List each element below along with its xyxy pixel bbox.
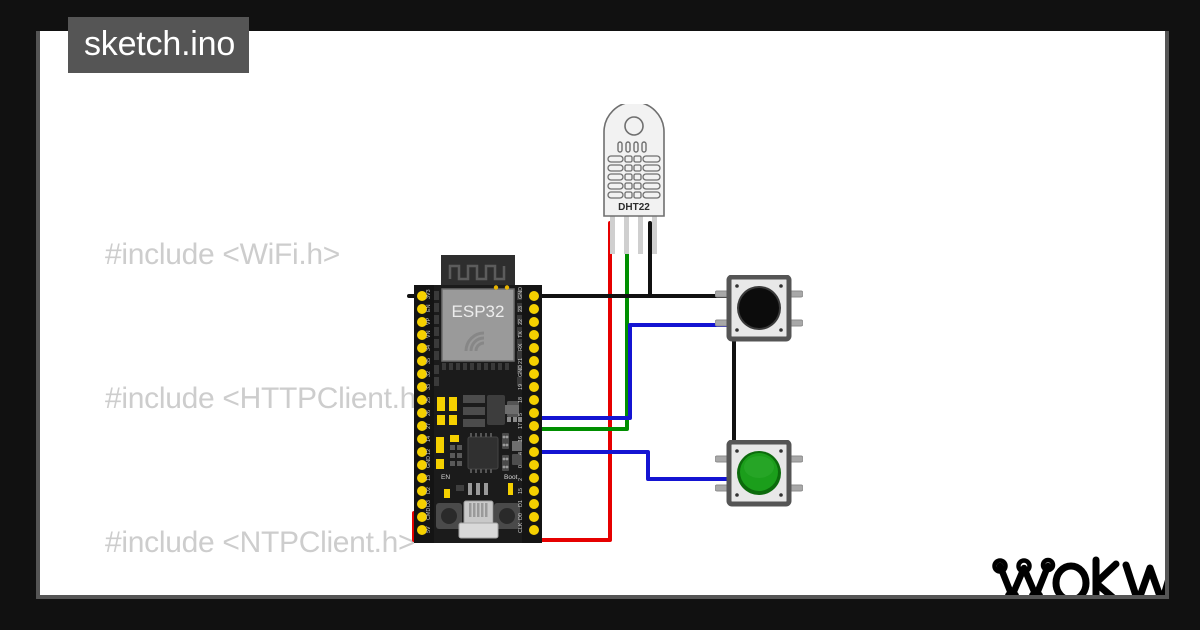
esp32-components <box>436 395 528 498</box>
dht22-grille <box>607 155 661 199</box>
part-pushbutton-black[interactable] <box>714 274 804 345</box>
file-tab[interactable]: sketch.ino <box>68 17 250 73</box>
svg-text:D3: D3 <box>426 500 432 507</box>
svg-text:VN: VN <box>426 330 432 338</box>
svg-text:4: 4 <box>518 452 524 455</box>
code-overlay: #include <WiFi.h> #include <HTTPClient.h… <box>105 135 694 595</box>
svg-text:21: 21 <box>518 358 524 364</box>
svg-text:14: 14 <box>426 436 432 442</box>
svg-text:CMD: CMD <box>426 508 432 520</box>
dht22-label: DHT22 <box>618 202 650 213</box>
code-line: #include <WiFi.h> <box>105 238 341 271</box>
svg-text:32: 32 <box>426 371 432 377</box>
wire-blue-btn1[interactable] <box>532 323 732 420</box>
svg-text:17: 17 <box>518 423 524 429</box>
dht22-mount-hole <box>624 116 644 136</box>
svg-text:D2: D2 <box>426 487 432 494</box>
code-line: #include <HTTPClient.h> <box>105 382 434 415</box>
wire-blue-btn2[interactable] <box>532 450 732 481</box>
wire-green-data[interactable] <box>532 221 629 431</box>
svg-text:22: 22 <box>518 319 524 325</box>
esp32-module-label: ESP32 <box>452 302 505 321</box>
svg-text:19: 19 <box>518 384 524 390</box>
svg-text:33: 33 <box>426 384 432 390</box>
esp32-right-pins: GND 23 22 TX RX 21 GND 19 18 5 17 16 4 0… <box>518 287 539 535</box>
esp32-wifi-logo <box>464 331 485 352</box>
svg-text:12: 12 <box>426 449 432 455</box>
part-pushbutton-green[interactable] <box>714 439 804 510</box>
svg-text:26: 26 <box>426 410 432 416</box>
svg-text:13: 13 <box>426 475 432 481</box>
pushbutton-cap-highlight <box>744 456 774 478</box>
esp32-module-pads <box>432 291 524 386</box>
esp32-en-button <box>436 503 462 529</box>
svg-text:5: 5 <box>518 413 524 416</box>
svg-text:15: 15 <box>518 488 524 494</box>
dht22-top-slits <box>617 141 647 153</box>
esp32-left-pins: 3V3 EN VP VN 34 35 32 33 25 26 27 14 12 … <box>417 289 432 535</box>
svg-text:16: 16 <box>518 436 524 442</box>
diagram-canvas[interactable]: #include <WiFi.h> #include <HTTPClient.h… <box>40 31 1165 595</box>
svg-text:VP: VP <box>426 317 432 325</box>
svg-text:2: 2 <box>518 478 524 481</box>
svg-text:18: 18 <box>518 397 524 403</box>
svg-text:D0: D0 <box>518 513 524 520</box>
svg-text:23: 23 <box>518 306 524 312</box>
svg-text:25: 25 <box>426 397 432 403</box>
svg-text:D1: D1 <box>518 500 524 507</box>
esp32-shield <box>441 288 515 362</box>
esp32-silk-en: EN <box>441 474 450 481</box>
svg-text:GND: GND <box>518 287 524 299</box>
wokwi-logo <box>992 552 1165 595</box>
pushbutton-cap <box>739 288 779 328</box>
esp32-boot-button <box>494 503 520 529</box>
svg-text:GND: GND <box>518 365 524 377</box>
esp32-usb-port <box>458 500 499 539</box>
svg-text:3V3: 3V3 <box>426 289 432 299</box>
part-esp32[interactable]: ESP32 <box>408 255 548 547</box>
dht22-legs <box>610 212 657 254</box>
code-line: #include <NTPClient.h> <box>105 526 416 559</box>
svg-text:EN: EN <box>426 304 432 312</box>
svg-text:5V: 5V <box>426 526 432 533</box>
svg-text:CLK: CLK <box>518 522 524 533</box>
svg-text:TX: TX <box>518 331 524 338</box>
svg-text:35: 35 <box>426 358 432 364</box>
esp32-silk-boot: Boot <box>504 474 518 481</box>
svg-text:27: 27 <box>426 423 432 429</box>
svg-text:RX: RX <box>518 343 524 351</box>
part-dht22[interactable]: DHT22 <box>590 101 680 254</box>
svg-text:0: 0 <box>518 465 524 468</box>
svg-text:34: 34 <box>426 345 432 351</box>
svg-text:GND: GND <box>426 456 432 468</box>
